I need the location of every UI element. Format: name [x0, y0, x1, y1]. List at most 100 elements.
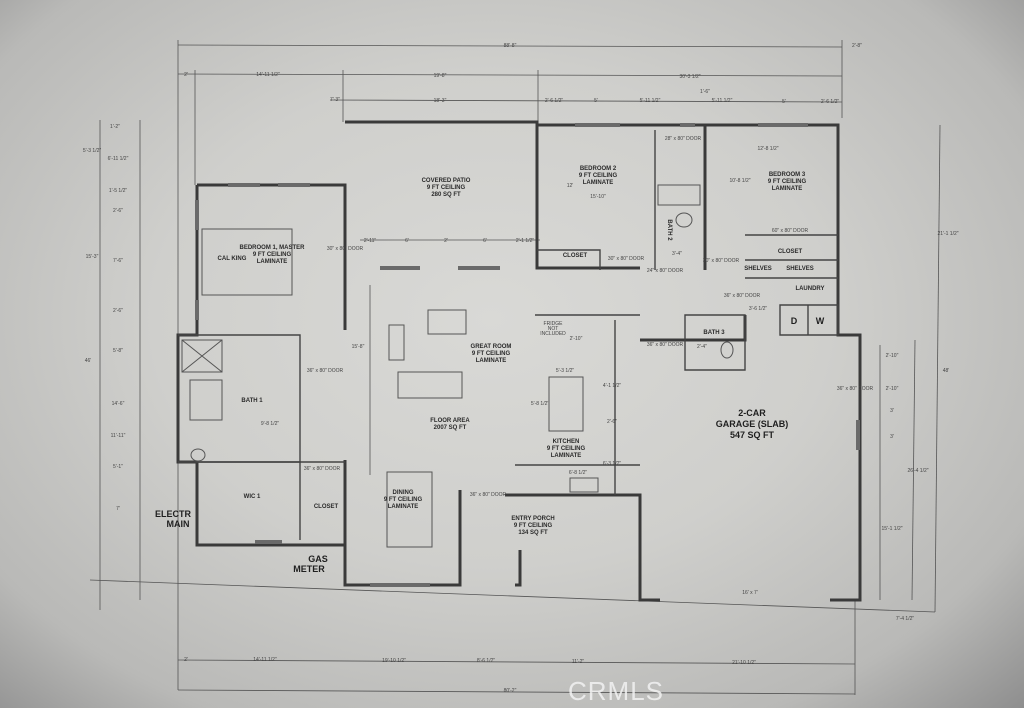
dimensions-kitchen-4-text: 2'-6" — [607, 419, 617, 425]
dimensions-left-8-text: 5'-8" — [113, 348, 123, 354]
dimensions-left-6-text: 7'-6" — [113, 258, 123, 264]
dimensions-top-row2-1-text: 14'-11 1/2" — [256, 72, 280, 78]
bedroom2-label: BEDROOM 2 — [580, 166, 617, 172]
door-labels: 30" x 80" DOOR 28" x 80" DOOR 30" x 80" … — [304, 136, 874, 596]
dimensions-garage-right-5-text: 26'-4 1/2" — [907, 468, 928, 474]
doors-door-36-text: 36" x 80" DOOR — [647, 342, 684, 348]
rooms-gas-meter-1-text: METER — [293, 564, 325, 574]
rooms-electr-main-1-text: MAIN — [167, 519, 190, 529]
dimensions-garage-right-1-text: 2'-10" — [886, 386, 899, 392]
shelves-label: SHELVES — [744, 266, 772, 272]
toilet-icon — [190, 448, 206, 462]
covered-patio-ceiling: 9 FT CEILING — [427, 185, 466, 191]
dining-label: DINING — [393, 490, 414, 496]
toilet-icon — [720, 341, 734, 359]
washer-label: W — [816, 316, 825, 326]
windows — [195, 123, 860, 587]
dimensions-bottom-row1-0-text: 2' — [184, 657, 188, 663]
dimensions-kitchen-0-text: 5'-3 1/2" — [556, 368, 575, 374]
dimensions-kitchen-2-text: 2'-10" — [570, 336, 583, 342]
dimensions-garage-right-7-text: 7'-4 1/2" — [896, 616, 915, 622]
dimensions-bedroom3-1-text: 10'-8 1/2" — [729, 178, 750, 184]
dimensions-garage-right-4-text: 15'-1 1/2" — [881, 526, 902, 532]
dimensions-kitchen-6-text: 6'-8 1/2" — [569, 470, 588, 476]
bedroom3-label: BEDROOM 3 — [769, 172, 806, 178]
dimensions-bath2-text: 3'-4" — [672, 251, 682, 257]
dimensions-bottom-row1-1-text: 14'-11 1/2" — [253, 657, 277, 663]
dimensions-top-row3-3-text: 5' — [594, 98, 598, 104]
garage-label: 2-CAR — [738, 408, 766, 418]
dimensions-left-1-text: 5'-3 1/2" — [83, 148, 102, 154]
dimensions-patio-3-text: 6' — [483, 238, 487, 244]
doors-door-24-text: 24" x 80" DOOR — [647, 268, 684, 274]
kitchen-island-icon — [548, 376, 584, 432]
rooms-fridge-2-text: INCLUDED — [540, 331, 566, 337]
garage-door-label: 16' x 7' — [742, 590, 758, 596]
bedroom3-ceiling: 9 FT CEILING — [768, 179, 807, 185]
dimensions-kitchen-5-text: 6'-3 1/2" — [603, 461, 622, 467]
laundry-label: LAUNDRY — [795, 286, 824, 292]
dimensions-top-row3-7-text: 5' — [782, 99, 786, 105]
electric-main-label: ELECTR — [155, 509, 192, 519]
dimensions-garage-right-2-text: 3' — [890, 408, 894, 414]
fridge-label: FRIDGE — [544, 321, 564, 327]
bath3-label: BATH 3 — [703, 330, 725, 336]
doors-door-28-text: 28" x 80" DOOR — [665, 136, 702, 142]
garage-type: GARAGE (SLAB) — [716, 419, 789, 429]
dimensions-bedroom3-0-text: 12'-8 1/2" — [757, 146, 778, 152]
bed-icon — [201, 228, 293, 296]
bath1-label: BATH 1 — [241, 398, 263, 404]
dimensions-left-10-text: 14'-6" — [112, 401, 125, 407]
dimensions-garage-right-3-text: 3' — [890, 434, 894, 440]
dimensions-bedroom2-0-text: 12' — [567, 183, 574, 189]
dimensions-bath1-text: 9'-8 1/2" — [261, 421, 280, 427]
great-room-label: GREAT ROOM — [471, 344, 512, 350]
dimensions-left-13-text: 7' — [116, 506, 120, 512]
dimensions-right-upper-text: 21'-1 1/2" — [937, 231, 958, 237]
doors-door-36-text: 36" x 80" DOOR — [724, 293, 761, 299]
great-room-ceiling: 9 FT CEILING — [472, 351, 511, 357]
floor-area-value: 2007 SQ FT — [434, 425, 467, 431]
doors-door-30-text: 30" x 80" DOOR — [608, 256, 645, 262]
dimension-lines — [89, 40, 941, 695]
covered-patio-label: COVERED PATIO — [422, 178, 471, 184]
toilet-icon — [675, 212, 693, 228]
bedroom1-floor: LAMINATE — [257, 259, 288, 265]
bedroom1-ceiling: 9 FT CEILING — [253, 252, 292, 258]
bedroom3-floor: LAMINATE — [772, 186, 803, 192]
dimensions-patio-0-text: 2'-11" — [364, 238, 377, 244]
dimensions-great-room-height-text: 15'-8" — [352, 344, 365, 350]
dimensions-garage-right-0-text: 2'-10" — [886, 353, 899, 359]
covered-patio-area: 280 SQ FT — [431, 192, 461, 198]
bedroom2-floor: LAMINATE — [583, 180, 614, 186]
dimensions-bath3-text: 2'-4" — [697, 344, 707, 350]
watermark: CRMLS — [568, 676, 664, 706]
doors-door-60-text: 60" x 80" DOOR — [772, 228, 809, 234]
gas-meter-label: GAS — [308, 554, 328, 564]
dimensions-left-7-text: 2'-6" — [113, 308, 123, 314]
doors-door-36-text: 36" x 80" DOOR — [470, 492, 507, 498]
entry-porch-area: 134 SQ FT — [518, 530, 548, 536]
dimensions-bottom-row1-3-text: 8'-6 1/2" — [477, 658, 496, 664]
shower-icon — [181, 339, 223, 373]
dimensions-top-row3-8-text: 2'-6 1/2" — [821, 99, 840, 105]
bedroom1-label: BEDROOM 1, MASTER — [239, 245, 305, 251]
dimensions-top-row3-4-text: 5'-11 1/2" — [640, 98, 661, 104]
sink-icon — [569, 477, 599, 493]
dimensions-bedroom2-1-text: 15'-10" — [590, 194, 606, 200]
dimensions-left-4-text: 2'-6" — [113, 208, 123, 214]
dimensions-left-12-text: 5'-1" — [113, 464, 123, 470]
bathtub-icon — [189, 379, 223, 421]
dimensions-top-row3-2-text: 2'-6 1/2" — [545, 98, 564, 104]
sofa-icon — [427, 309, 467, 335]
doors-door-30-text: 30" x 80" DOOR — [703, 258, 740, 264]
dimensions-bottom-row1-4-text: 11'-2" — [572, 659, 585, 665]
bed-label: CAL KING — [218, 256, 247, 262]
closet-label: CLOSET — [778, 249, 803, 255]
coffee-table-icon — [388, 324, 405, 361]
dining-ceiling: 9 FT CEILING — [384, 497, 423, 503]
dimensions-top-row2-3-text: 30'-3 1/2" — [679, 74, 700, 80]
dimensions-left-0-text: 1'-2" — [110, 124, 120, 130]
bathtub-icon — [657, 184, 701, 206]
